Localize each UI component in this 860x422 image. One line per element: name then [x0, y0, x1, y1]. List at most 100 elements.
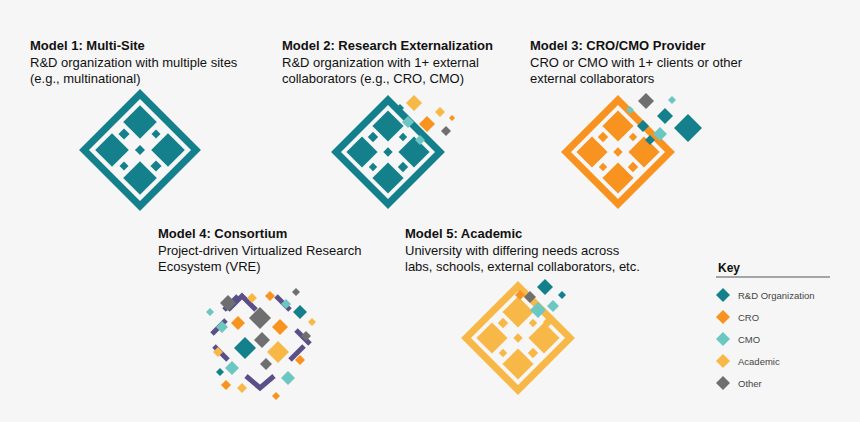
- diamond-shape: [150, 160, 161, 171]
- diamond-shape: [308, 318, 316, 326]
- diamond-shape: [292, 288, 300, 296]
- diamond-shape: [653, 127, 667, 141]
- legend-text: Other: [738, 378, 762, 389]
- legend-swatch: [716, 310, 730, 324]
- diamond-shape: [657, 108, 673, 124]
- diamond-shape: [645, 135, 655, 145]
- diamond-shape: [626, 106, 634, 114]
- diamond-shape: [281, 299, 291, 309]
- diamond-shape: [369, 163, 377, 171]
- diamond-shape: [629, 133, 637, 141]
- bracket-shape: [276, 296, 290, 310]
- diamond-shape: [135, 145, 145, 155]
- diamond-shape: [528, 348, 538, 358]
- diamond-shape: [272, 319, 288, 335]
- diamond-shape: [515, 290, 525, 300]
- diamond-shape: [529, 319, 537, 327]
- legend-row: CMO: [716, 332, 760, 346]
- diamond-shape: [247, 293, 257, 303]
- diamond-shape: [513, 333, 522, 342]
- diamond-shape: [234, 337, 256, 359]
- diamond-shape: [415, 135, 425, 145]
- diamond-shape: [84, 94, 196, 206]
- diamond-shape: [547, 300, 559, 312]
- model-heading: Model 3: CRO/CMO Provider: [530, 38, 706, 54]
- diamond-shape: [530, 302, 546, 318]
- diamond-shape: [441, 126, 451, 136]
- legend-text: R&D Organization: [738, 290, 815, 301]
- model-description: R&D organization with multiple sites (e.…: [30, 55, 260, 87]
- diamond-shape: [213, 347, 223, 357]
- diamond-shape: [225, 361, 239, 375]
- diamond-shape: [120, 162, 129, 171]
- model-heading: Model 5: Academic: [405, 226, 522, 242]
- legend-title: Key: [718, 260, 740, 276]
- diamond-shape: [216, 321, 228, 333]
- diamond-shape: [254, 332, 270, 348]
- diamond-shape: [336, 100, 440, 204]
- diamond-shape: [260, 358, 272, 370]
- diamond-shape: [628, 162, 638, 172]
- bracket-shape: [246, 376, 274, 388]
- diamond-shape: [524, 291, 536, 303]
- model-heading: Model 2: Research Externalization: [282, 38, 493, 54]
- model-description: CRO or CMO with 1+ clients or other exte…: [530, 55, 750, 87]
- legend-swatch: [716, 376, 730, 390]
- diamond-shape: [406, 95, 422, 111]
- diamond-shape: [598, 132, 608, 142]
- diamond-shape: [668, 96, 676, 104]
- diamond-shape: [396, 104, 404, 112]
- diamond-shape: [118, 128, 129, 139]
- diamond-shape: [449, 115, 455, 121]
- legend-text: CMO: [738, 334, 760, 345]
- legend-text: CRO: [738, 312, 759, 323]
- key-rule: [716, 277, 830, 278]
- diamond-shape: [435, 107, 445, 117]
- diamond-shape: [152, 130, 161, 139]
- diamond-shape: [301, 331, 311, 341]
- diamond-shape: [402, 116, 414, 128]
- legend-swatch: [716, 332, 730, 346]
- diamond-shape: [293, 305, 307, 319]
- model-description: R&D organization with 1+ external collab…: [282, 55, 517, 87]
- diamond-shape: [295, 355, 305, 365]
- legend-swatch: [716, 288, 730, 302]
- diamond-shape: [216, 368, 224, 376]
- diamond-shape: [281, 371, 295, 385]
- legend-row: Other: [716, 376, 762, 390]
- model-heading: Model 1: Multi-Site: [30, 38, 145, 54]
- diamond-shape: [220, 295, 236, 311]
- diamond-shape: [249, 307, 271, 329]
- model-heading: Model 4: Consortium: [158, 226, 287, 242]
- legend-row: R&D Organization: [716, 288, 815, 302]
- diamond-shape: [221, 380, 231, 390]
- diamond-shape: [231, 316, 245, 330]
- bracket-shape: [214, 346, 228, 360]
- diamond-shape: [368, 132, 378, 142]
- model-description: University with differing needs across l…: [405, 243, 650, 275]
- diamond-shape: [637, 120, 649, 132]
- diamond-shape: [537, 279, 553, 295]
- diamond-shape: [599, 163, 607, 171]
- legend-row: Academic: [716, 354, 780, 368]
- diamond-shape: [466, 286, 570, 390]
- diamond-shape: [206, 308, 214, 316]
- diamond-shape: [419, 116, 435, 132]
- diamond-shape: [429, 141, 437, 149]
- diamond-shape: [543, 317, 553, 327]
- diamond-shape: [398, 162, 408, 172]
- diamond-shape: [558, 291, 566, 299]
- model-description: Project-driven Virtualized Research Ecos…: [158, 243, 398, 275]
- diamond-shape: [566, 100, 670, 204]
- diamond-shape: [499, 349, 507, 357]
- diamond-shape: [267, 341, 289, 363]
- diamond-shape: [265, 291, 275, 301]
- diamond-shape: [399, 133, 407, 141]
- diamond-shape: [383, 147, 392, 156]
- diamond-shape: [272, 392, 280, 400]
- legend-text: Academic: [738, 356, 780, 367]
- diamond-shape: [237, 383, 247, 393]
- bracket-shape: [296, 330, 310, 344]
- diamond-shape: [638, 93, 654, 109]
- legend-swatch: [716, 354, 730, 368]
